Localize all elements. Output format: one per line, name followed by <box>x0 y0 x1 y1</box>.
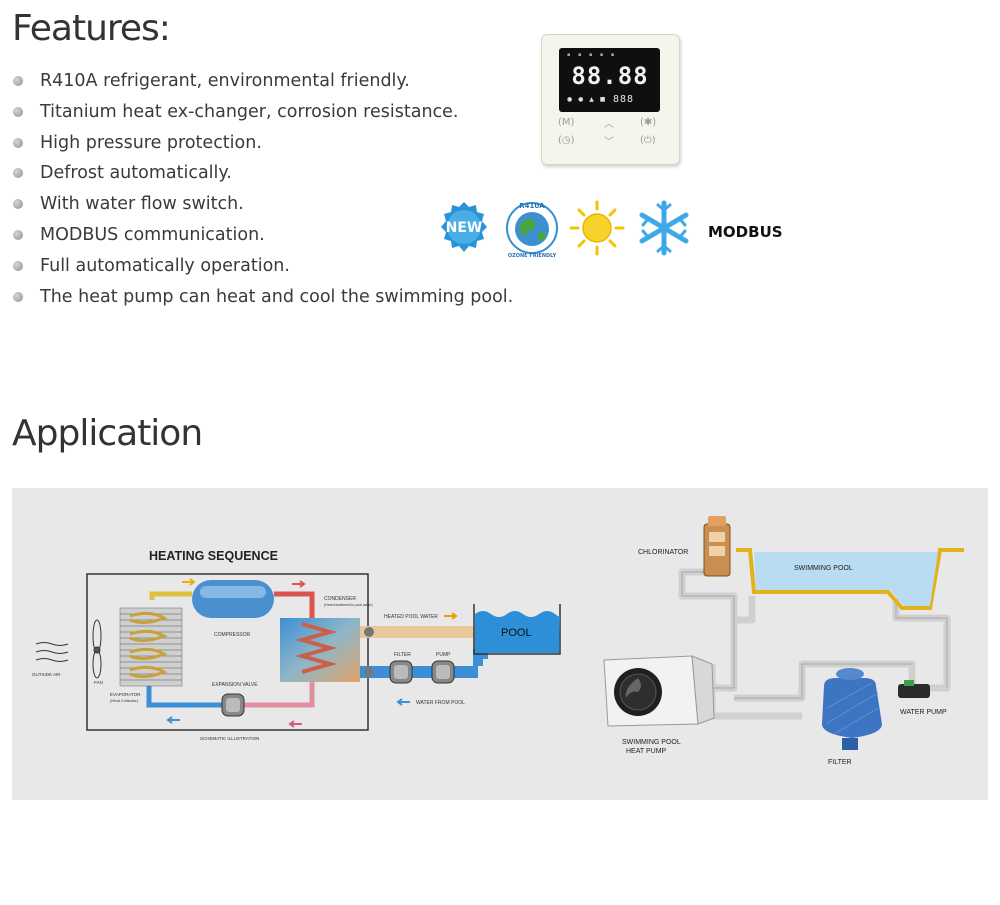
pool-label: POOL <box>501 627 532 639</box>
clock-button-icon: (◷) <box>558 135 575 146</box>
water-pump-label: WATER PUMP <box>900 709 947 716</box>
bullet-icon <box>13 291 23 302</box>
mode-button-icon: (M) <box>558 117 575 128</box>
water-pump-icon <box>898 680 930 698</box>
feature-text: The heat pump can heat and cool the swim… <box>40 286 514 307</box>
feature-text: High pressure protection. <box>40 132 262 153</box>
fan-icon <box>92 619 102 679</box>
chlorinator-label: CHLORINATOR <box>638 549 688 556</box>
pool-icon <box>473 604 561 655</box>
heated-pool-water-label: HEATED POOL WATER <box>384 614 438 620</box>
list-item: The heat pump can heat and cool the swim… <box>12 282 513 313</box>
sun-icon <box>569 200 625 256</box>
feature-text: With water flow switch. <box>40 194 244 215</box>
evaporator-label: EVAPORATOR <box>110 692 141 697</box>
filter-label: FILTER <box>394 652 411 658</box>
condenser-icon <box>280 618 360 682</box>
feature-text: R410A refrigerant, environmental friendl… <box>40 71 410 91</box>
condenser-note: (Heat transferred to pool water) <box>324 603 373 607</box>
application-diagram: HEATING SEQUENCE COMPRESSOR <box>12 488 988 800</box>
power-button-icon: (⏻) <box>640 135 656 146</box>
outside-air-label: OUTSIDE AIR <box>32 672 61 677</box>
condenser-label: CONDENSER <box>324 596 356 602</box>
down-button-icon: ﹀ <box>604 137 614 148</box>
r410a-label: R410A <box>519 202 545 210</box>
bullet-icon <box>13 229 23 240</box>
heat-pump-unit-icon <box>603 655 715 727</box>
lcd-display: ▪ ▪ ▪ ▪ ▪ 88.88 ● ● ▲ ■ 888 <box>559 48 660 112</box>
swimming-pool-icon <box>736 548 964 610</box>
expansion-valve-label: EXPANSION VALVE <box>212 682 258 688</box>
feature-text: Defrost automatically. <box>40 163 232 184</box>
fan-label: FAN <box>94 680 103 685</box>
new-badge-icon: NEW <box>441 202 487 252</box>
filter-icon <box>389 660 413 684</box>
feature-text: Titanium heat ex-changer, corrosion resi… <box>40 101 459 122</box>
heating-sequence-title: HEATING SEQUENCE <box>149 549 278 563</box>
bullet-icon <box>13 76 23 86</box>
bullet-icon <box>13 199 23 210</box>
lcd-status-icons: ● ● ▲ ■ <box>567 96 608 103</box>
compressor-label: COMPRESSOR <box>214 632 251 638</box>
list-item: With water flow switch. <box>12 189 513 220</box>
pump-icon <box>431 660 455 684</box>
filter-tank-label: FILTER <box>828 759 852 766</box>
lcd-sub-readout: 888 <box>613 94 635 105</box>
bullet-icon <box>13 260 23 271</box>
ozone-globe-icon: R410A OZONE FRIENDLY <box>506 202 558 259</box>
feature-text: MODBUS communication. <box>40 224 265 245</box>
list-item: High pressure protection. <box>12 128 513 159</box>
expansion-valve-icon <box>221 693 245 717</box>
application-heading: Application <box>12 413 203 454</box>
features-heading: Features: <box>12 8 171 49</box>
pump-label: PUMP <box>436 652 451 658</box>
schematic-illustration-label: SCHEMATIC ILLUSTRATION <box>200 736 259 741</box>
feature-badges: NEW R410A OZONE FRIENDLY <box>440 198 790 266</box>
filter-tank-icon <box>822 668 882 750</box>
fan-button-icon: (✱) <box>640 117 657 128</box>
bullet-icon <box>13 137 23 148</box>
list-item: Defrost automatically. <box>12 158 513 189</box>
features-list: R410A refrigerant, environmental friendl… <box>12 66 513 312</box>
heating-sequence-diagram: HEATING SEQUENCE COMPRESSOR <box>32 549 561 741</box>
list-item: MODBUS communication. <box>12 220 513 251</box>
heated-water-pipe <box>360 626 478 638</box>
water-from-pool-label: WATER FROM POOL <box>416 700 465 706</box>
chlorinator-icon <box>703 516 731 577</box>
pool-system-diagram: CHLORINATOR SWIMMING POOL SWIMMING POOL … <box>603 516 964 766</box>
compressor-icon <box>192 580 274 618</box>
new-badge-label: NEW <box>446 220 483 236</box>
snowflake-icon <box>639 200 689 256</box>
heat-pump-enclosure <box>86 573 369 731</box>
swimming-pool-label: SWIMMING POOL <box>794 565 853 572</box>
ozone-friendly-label: OZONE FRIENDLY <box>508 253 557 259</box>
return-water-pipe <box>360 666 478 678</box>
list-item: R410A refrigerant, environmental friendl… <box>12 66 513 97</box>
lcd-indicator-row: ▪ ▪ ▪ ▪ ▪ <box>567 52 618 58</box>
evaporator-note: (Heat Collector) <box>110 698 139 703</box>
list-item: Full automatically operation. <box>12 251 513 282</box>
modbus-label: MODBUS <box>708 223 783 241</box>
heat-pump-label-line1: SWIMMING POOL <box>622 739 681 746</box>
heat-pump-label-line2: HEAT PUMP <box>626 748 667 755</box>
wire-controller-image: ▪ ▪ ▪ ▪ ▪ 88.88 ● ● ▲ ■ 888 (M) ︿ (✱) (◷… <box>541 34 680 165</box>
bullet-icon <box>13 168 23 179</box>
evaporator-icon <box>119 607 183 687</box>
bullet-icon <box>13 106 23 117</box>
outside-air-arrows-icon <box>35 642 69 662</box>
lcd-main-readout: 88.88 <box>571 62 649 90</box>
feature-text: Full automatically operation. <box>40 255 290 276</box>
up-button-icon: ︿ <box>604 119 614 130</box>
list-item: Titanium heat ex-changer, corrosion resi… <box>12 97 513 128</box>
